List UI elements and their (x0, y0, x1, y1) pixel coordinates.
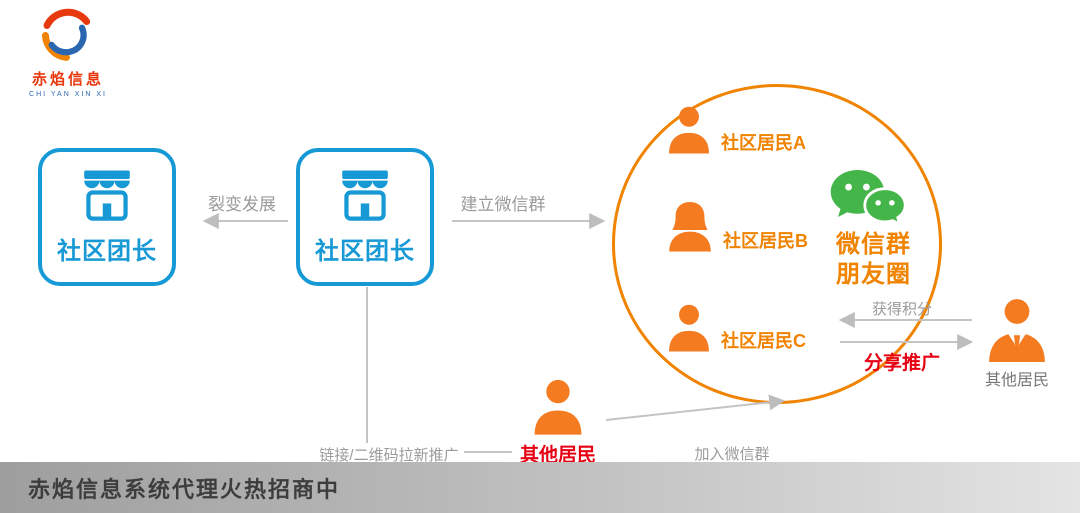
gain-points-label: 获得积分 (871, 301, 932, 318)
other-resident-right-icon (986, 296, 1048, 362)
wechat-icon (826, 166, 910, 234)
footer-banner: 赤焰信息系统代理火热招商中 (0, 462, 1080, 513)
wechat-caption: 微信群 朋友圈 (836, 230, 911, 290)
wechat-caption-line2: 朋友圈 (836, 261, 911, 288)
other-resident-bottom: 其他居民 (518, 376, 598, 467)
resident-c-label: 社区居民C (721, 331, 806, 351)
join-group-arrow (605, 394, 786, 421)
resident-b-label: 社区居民B (723, 231, 808, 251)
store-icon (334, 168, 396, 222)
other-resident-right-label: 其他居民 (984, 372, 1049, 389)
other-resident-bottom-icon (531, 376, 585, 436)
resident-c: 社区居民C (666, 298, 806, 356)
logo-swirl-icon (41, 8, 91, 61)
logo-title: 赤焰信息 (31, 71, 104, 88)
leader-box-left: 社区团长 (38, 148, 176, 286)
fission-label: 裂变发展 (208, 195, 276, 214)
leader-left-label: 社区团长 (57, 238, 157, 265)
join-group-label: 加入微信群 (694, 446, 770, 463)
footer-text: 赤焰信息系统代理火热招商中 (28, 476, 341, 502)
wechat-group-circle (612, 84, 942, 404)
other-resident-bottom-label: 其他居民 (519, 445, 596, 466)
resident-a: 社区居民A (666, 100, 806, 158)
company-logo: 赤焰信息 CHI YAN XIN XI (16, 6, 120, 98)
link-qr-line (366, 287, 512, 453)
leader-mid-label: 社区团长 (315, 238, 415, 265)
leader-box-mid: 社区团长 (296, 148, 434, 286)
share-promo-label: 分享推广 (863, 353, 940, 374)
resident-a-label: 社区居民A (721, 133, 806, 153)
other-resident-right: 其他居民 (982, 296, 1052, 390)
resident-a-icon (666, 100, 712, 158)
create-group-label: 建立微信群 (460, 195, 546, 214)
resident-c-icon (666, 298, 712, 356)
resident-b-icon (666, 196, 714, 256)
wechat-caption-line1: 微信群 (836, 231, 911, 258)
logo-subtitle: CHI YAN XIN XI (29, 91, 107, 98)
store-icon (76, 168, 138, 222)
resident-b: 社区居民B (666, 196, 808, 256)
